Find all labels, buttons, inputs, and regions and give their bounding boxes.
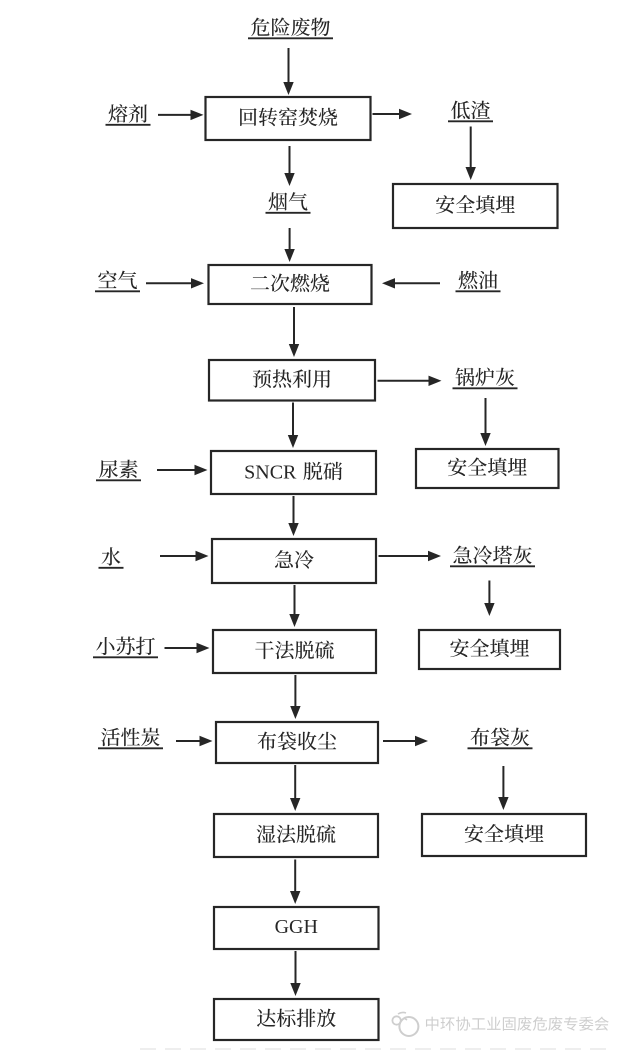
svg-text:SNCR: SNCR (244, 462, 297, 484)
svg-text:GGH: GGH (275, 916, 318, 938)
